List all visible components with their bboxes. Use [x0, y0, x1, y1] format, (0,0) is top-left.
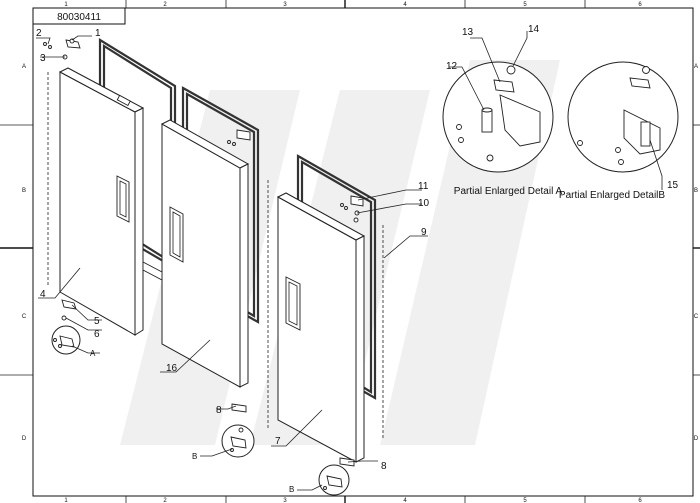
col-label-bottom: 3 [283, 498, 287, 503]
col-label-top: 5 [523, 2, 527, 8]
detail-b-circle [567, 61, 679, 173]
detail-b-pin [640, 121, 651, 147]
col-label-top: 6 [638, 2, 642, 8]
row-label-right: B [694, 188, 698, 194]
detail-hinge [326, 475, 343, 488]
row-label-right: C [694, 314, 699, 320]
screw [43, 42, 47, 46]
detail-b-caption: Partial Enlarged DetailB [559, 190, 665, 201]
door-panel-side-edge [355, 235, 365, 463]
callout-9: 9 [421, 227, 427, 238]
callout-4: 4 [40, 289, 46, 300]
detail-hinge [230, 436, 247, 449]
drawing-number: 80030411 [57, 12, 101, 23]
callout-1: 1 [95, 28, 101, 39]
detail-a-pin [481, 109, 493, 133]
callout-6: 6 [94, 329, 100, 340]
screw [227, 140, 231, 144]
door-handle-recess [288, 281, 298, 326]
washer [61, 315, 67, 321]
enlarged-detail-b: Partial Enlarged DetailB [559, 61, 679, 201]
hinge-bolt [69, 38, 75, 44]
detail-b-screw [615, 147, 621, 153]
washer [238, 427, 244, 433]
callout-8: 8 [216, 405, 222, 416]
row-label-left: D [22, 436, 27, 442]
detail-marker-b: B [192, 452, 197, 461]
detail-b-bolt [642, 66, 650, 74]
bottom-hinge [231, 403, 247, 413]
row-label-left: B [22, 188, 26, 194]
detail-a-screw [486, 154, 494, 162]
callout-13: 13 [462, 27, 474, 38]
door-assembly-middle [142, 86, 260, 458]
col-label-bottom: 5 [523, 498, 527, 503]
title-box [32, 7, 126, 25]
detail-a-pin-top [481, 107, 493, 113]
door-handle [169, 206, 184, 263]
callout-5: 5 [94, 316, 100, 327]
detail-a-hinge-plate [493, 79, 515, 93]
col-label-bottom: 6 [638, 498, 642, 503]
col-label-top: 3 [283, 2, 287, 8]
detail-a-screw [456, 124, 462, 130]
callout-8: 8 [381, 461, 387, 472]
row-label-left: A [22, 64, 26, 70]
row-label-right: D [694, 436, 699, 442]
callout-16: 16 [166, 363, 178, 374]
callout-2: 2 [36, 28, 42, 39]
drawing-border [32, 7, 694, 497]
col-label-top: 1 [64, 2, 68, 8]
door-panel [277, 196, 357, 463]
callout-15: 15 [667, 180, 679, 191]
bottom-hinge [339, 457, 355, 467]
row-label-left: C [22, 314, 27, 320]
callout-12: 12 [446, 61, 458, 72]
detail-marker-a: A [90, 349, 96, 358]
screw [58, 344, 62, 348]
top-hinge [236, 129, 251, 141]
door-panel-side-edge [239, 163, 249, 388]
screw [323, 486, 327, 490]
screw [232, 142, 236, 146]
callout-7: 7 [275, 436, 281, 447]
detail-b-screw [618, 159, 624, 165]
row-label-right: A [694, 64, 698, 70]
callout-10: 10 [418, 198, 430, 209]
detail-b-hinge-plate [629, 77, 651, 89]
enlarged-detail-a: Partial Enlarged Detail A [442, 61, 563, 197]
bottom-hinge [61, 299, 77, 310]
door-handle [285, 276, 301, 331]
detail-b-screw [577, 140, 583, 146]
callout-14: 14 [528, 24, 540, 35]
detail-a-screw [458, 137, 464, 143]
door-handle-recess [172, 211, 181, 258]
col-label-bottom: 1 [64, 498, 68, 503]
col-label-top: 4 [403, 2, 407, 8]
door-panel-side-edge [134, 107, 144, 336]
col-label-top: 2 [163, 2, 167, 8]
hinge-slot [116, 94, 131, 107]
door-assembly-right [267, 154, 384, 496]
top-hinge [350, 195, 364, 207]
detail-a-bracket [499, 94, 541, 147]
detail-a-caption: Partial Enlarged Detail A [454, 186, 563, 197]
door-handle-recess [119, 180, 127, 218]
callout-3: 3 [40, 53, 46, 64]
detail-marker-b: B [289, 485, 294, 494]
door-bracket [142, 261, 163, 281]
washer [353, 217, 359, 223]
col-label-bottom: 4 [403, 498, 407, 503]
callout-11: 11 [418, 181, 429, 192]
screw [48, 45, 52, 49]
screw [340, 203, 344, 207]
screw [344, 206, 348, 210]
leader-lines [36, 31, 663, 491]
col-label-bottom: 2 [163, 498, 167, 503]
screw [53, 338, 57, 342]
detail-a-bolt [506, 65, 516, 75]
